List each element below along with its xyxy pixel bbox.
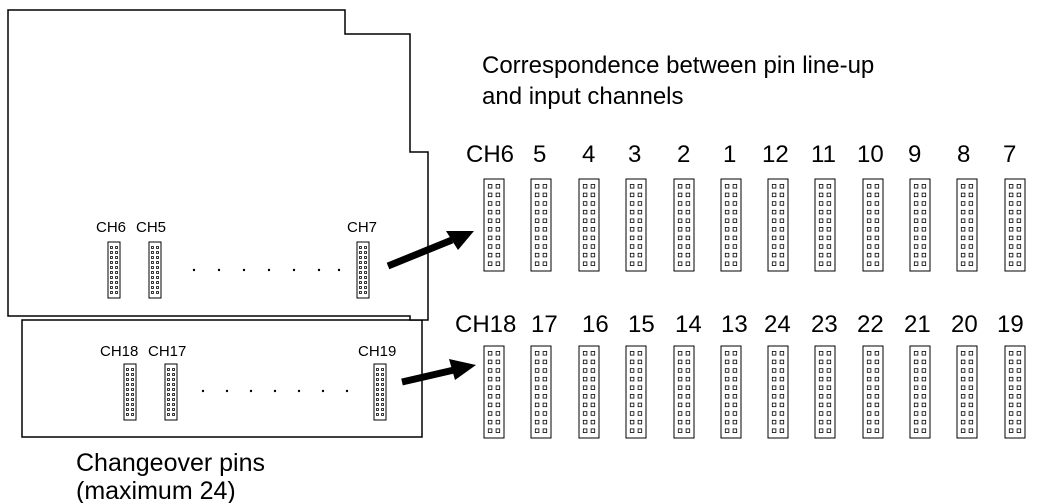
bottom-row-header-22: 22 [857, 311, 884, 338]
top-row-connector-2 [673, 178, 695, 272]
diagram-title-line1: Correspondence between pin line-up [482, 52, 874, 79]
top-row-connector-10 [862, 178, 884, 272]
top-row-connector-3 [625, 178, 647, 272]
top-row-connector-7 [1004, 178, 1026, 272]
top-row-connector-5 [530, 178, 552, 272]
top-row-header-11: 11 [811, 141, 836, 168]
bottom-row-header-17: 17 [531, 311, 558, 338]
top-row-connector-12 [767, 178, 789, 272]
top-row-connector-9 [909, 178, 931, 272]
top-row-header-8: 8 [957, 141, 970, 168]
bottom-row-connector-22 [862, 345, 884, 439]
top-row-connector-ch6 [483, 178, 505, 272]
upper-board-connector-ch7 [356, 241, 370, 299]
dot [292, 268, 296, 272]
upper-board-label-ch5: CH5 [136, 219, 166, 236]
upper-board-label-ch6: CH6 [96, 219, 126, 236]
caption-line1: Changeover pins [76, 449, 265, 477]
bottom-row-header-16: 16 [582, 311, 609, 338]
lower-board-connector-ch19 [373, 363, 387, 421]
bottom-row-header-ch18: CH18 [455, 311, 516, 338]
top-row-header-2: 2 [677, 141, 690, 168]
board-dotted-leaders [192, 268, 349, 393]
board-connectors [107, 241, 387, 421]
lower-board [21, 319, 423, 438]
dot [242, 268, 246, 272]
top-row-header-9: 9 [908, 141, 921, 168]
arrow-upper [386, 231, 474, 270]
bottom-row-connector-23 [814, 345, 836, 439]
bottom-row-connector-16 [578, 345, 600, 439]
bottom-row-connector-20 [956, 345, 978, 439]
top-row-header-10: 10 [857, 141, 884, 168]
top-row-connector-8 [956, 178, 978, 272]
top-row-channel-headers: CH6 5 4 3 2 1 12 11 10 9 8 7 [466, 141, 1016, 168]
lower-board-connector-ch18 [123, 363, 137, 421]
bottom-row-header-24: 24 [764, 311, 791, 338]
dot [217, 268, 221, 272]
lower-board-label-ch19: CH19 [358, 343, 396, 360]
bottom-row-connector-19 [1004, 345, 1026, 439]
diagram-title-line2: and input channels [482, 83, 684, 110]
top-row-connectors [483, 178, 1026, 272]
arrow-lower [401, 359, 476, 386]
top-row-connector-11 [814, 178, 836, 272]
top-row-connector-1 [720, 178, 742, 272]
top-row-header-1: 1 [723, 141, 736, 168]
dot [225, 389, 229, 393]
dot [249, 389, 253, 393]
lower-board-connector-ch17 [164, 363, 178, 421]
dot [321, 389, 325, 393]
bottom-row-header-15: 15 [628, 311, 655, 338]
bottom-row-channel-headers: CH18 17 16 15 14 13 24 23 22 21 20 19 [455, 311, 1024, 338]
dot [201, 389, 205, 393]
bottom-row-connectors [483, 345, 1026, 439]
dot [192, 268, 196, 272]
upper-board-label-ch7: CH7 [347, 219, 377, 236]
dot [345, 389, 349, 393]
bottom-row-header-20: 20 [951, 311, 978, 338]
lower-board-label-ch17: CH17 [148, 343, 186, 360]
bottom-row-header-21: 21 [904, 311, 931, 338]
top-row-header-4: 4 [582, 141, 595, 168]
dot [337, 268, 341, 272]
bottom-row-connector-21 [909, 345, 931, 439]
lower-board-label-ch18: CH18 [100, 343, 138, 360]
caption-line2: (maximum 24) [76, 477, 236, 503]
bottom-row-connector-14 [673, 345, 695, 439]
bottom-row-connector-17 [530, 345, 552, 439]
bottom-row-header-23: 23 [811, 311, 838, 338]
top-row-header-5: 5 [533, 141, 546, 168]
bottom-row-connector-24 [767, 345, 789, 439]
bottom-row-connector-15 [625, 345, 647, 439]
top-row-header-7: 7 [1003, 141, 1016, 168]
dot [317, 268, 321, 272]
bottom-row-header-19: 19 [997, 311, 1024, 338]
top-row-header-12: 12 [762, 141, 789, 168]
top-row-header-3: 3 [628, 141, 641, 168]
dot [273, 389, 277, 393]
top-row-header-ch6: CH6 [466, 141, 514, 168]
bottom-row-header-13: 13 [721, 311, 748, 338]
bottom-row-connector-13 [720, 345, 742, 439]
upper-board-connector-ch5 [148, 241, 162, 299]
bottom-row-header-14: 14 [675, 311, 702, 338]
dot [267, 268, 271, 272]
top-row-connector-4 [578, 178, 600, 272]
upper-board-connector-ch6 [107, 241, 121, 299]
bottom-row-connector-ch18 [483, 345, 505, 439]
dot [297, 389, 301, 393]
